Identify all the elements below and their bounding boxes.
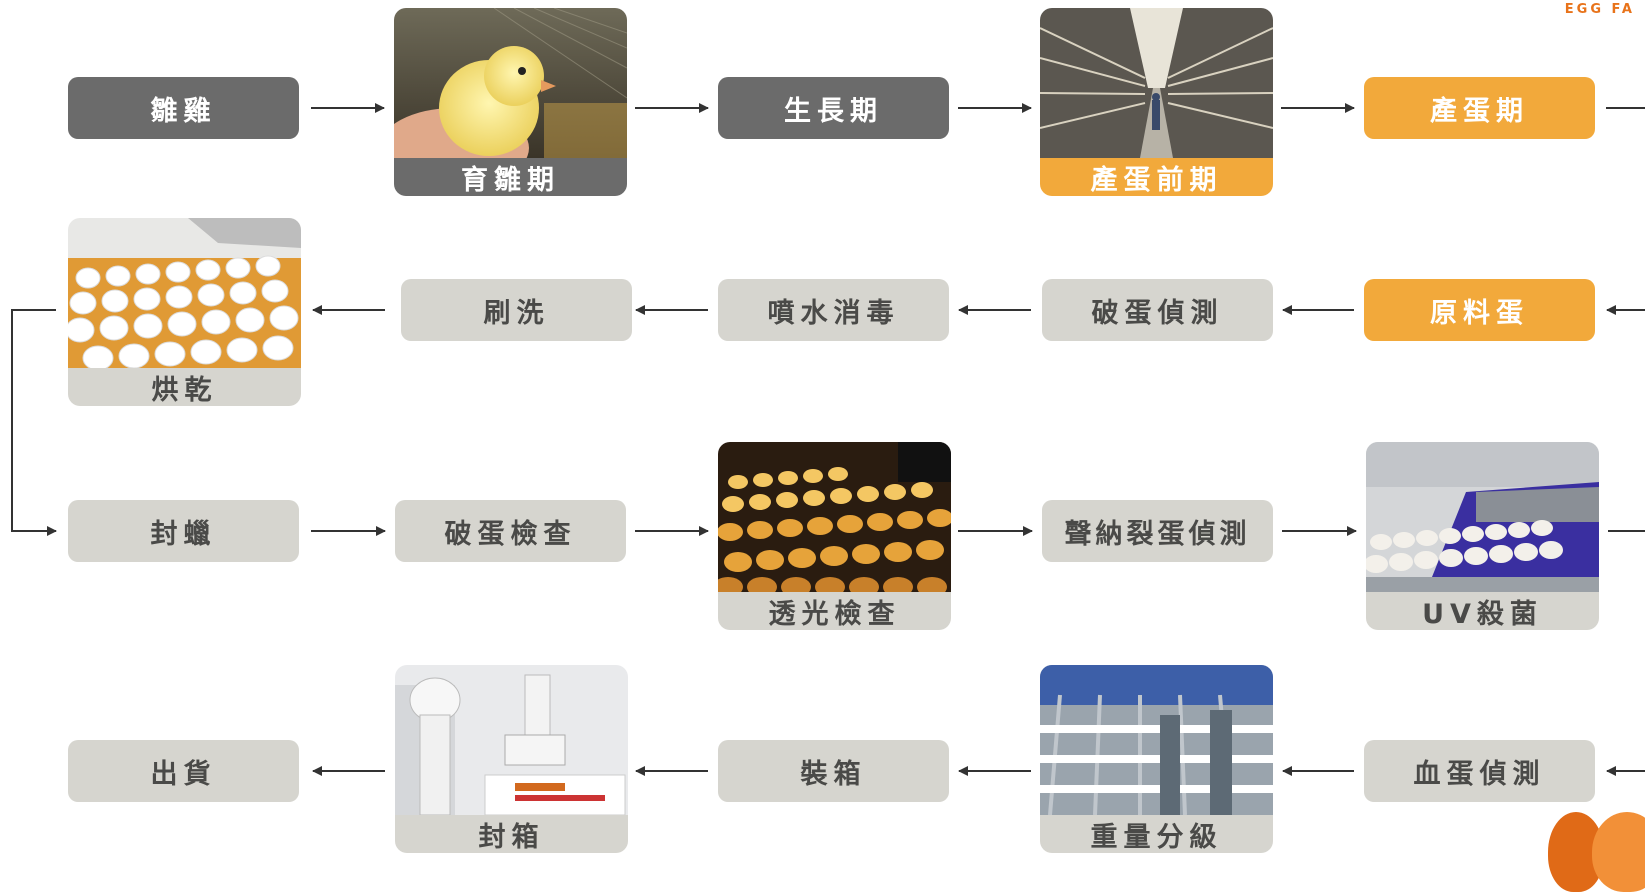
eggs-dry-photo [68, 218, 301, 368]
stage-boxing: 裝箱 [718, 740, 949, 802]
stage-crack-check: 破蛋檢查 [395, 500, 626, 562]
stage-chick: 雛雞 [68, 77, 299, 139]
stage-laying: 產蛋期 [1364, 77, 1595, 139]
stage-crack-detect-label: 破蛋偵測 [1091, 297, 1224, 329]
stage-box-seal-label: 封箱 [395, 815, 628, 853]
stage-chick-label: 雛雞 [150, 95, 217, 127]
stage-uv-label: UV殺菌 [1366, 592, 1599, 630]
stage-boxing-label: 裝箱 [800, 758, 867, 790]
stage-pre-laying-label: 產蛋前期 [1040, 158, 1273, 196]
stage-raw-egg: 原料蛋 [1364, 279, 1595, 341]
grading-photo [1040, 665, 1273, 815]
brand-logo-text: EGG FA [1564, 2, 1635, 17]
stage-sonar-detect-label: 聲納裂蛋偵測 [1064, 518, 1251, 550]
stage-dry-label: 烘乾 [68, 368, 301, 406]
stage-candling-label: 透光檢查 [718, 592, 951, 630]
stage-ship: 出貨 [68, 740, 299, 802]
stage-growth-label: 生長期 [784, 95, 883, 127]
stage-brooding-label: 育雛期 [394, 158, 627, 196]
stage-laying-label: 產蛋期 [1430, 95, 1529, 127]
stage-ship-label: 出貨 [150, 758, 217, 790]
stage-wax-seal-label: 封蠟 [150, 518, 217, 550]
stage-wax-seal: 封蠟 [68, 500, 299, 562]
candling-photo [718, 442, 951, 592]
henhouse-photo [1040, 8, 1273, 158]
stage-growth: 生長期 [718, 77, 949, 139]
stage-brush-wash-label: 刷洗 [483, 297, 550, 329]
stage-box-seal-card: 封箱 [395, 665, 628, 853]
chick-photo [394, 8, 627, 158]
stage-weight-grade-card: 重量分級 [1040, 665, 1273, 853]
stage-blood-detect-label: 血蛋偵測 [1413, 758, 1546, 790]
arrow-dry-to-wax [11, 309, 57, 536]
stage-crack-detect: 破蛋偵測 [1042, 279, 1273, 341]
stage-crack-check-label: 破蛋檢查 [444, 518, 577, 550]
stage-uv-card: UV殺菌 [1366, 442, 1599, 630]
stage-dry-card: 烘乾 [68, 218, 301, 406]
uv-photo [1366, 442, 1599, 592]
stage-blood-detect: 血蛋偵測 [1364, 740, 1595, 802]
stage-sonar-detect: 聲納裂蛋偵測 [1042, 500, 1273, 562]
stage-brooding-card: 育雛期 [394, 8, 627, 196]
stage-brush-wash: 刷洗 [401, 279, 632, 341]
stage-pre-laying-card: 產蛋前期 [1040, 8, 1273, 196]
stage-weight-grade-label: 重量分級 [1040, 815, 1273, 853]
stage-spray-disinfect: 噴水消毒 [718, 279, 949, 341]
stage-candling-card: 透光檢查 [718, 442, 951, 630]
flow-arrows [11, 103, 1645, 776]
robot-photo [395, 665, 628, 815]
stage-raw-egg-label: 原料蛋 [1430, 297, 1529, 329]
stage-spray-disinfect-label: 噴水消毒 [767, 297, 900, 329]
